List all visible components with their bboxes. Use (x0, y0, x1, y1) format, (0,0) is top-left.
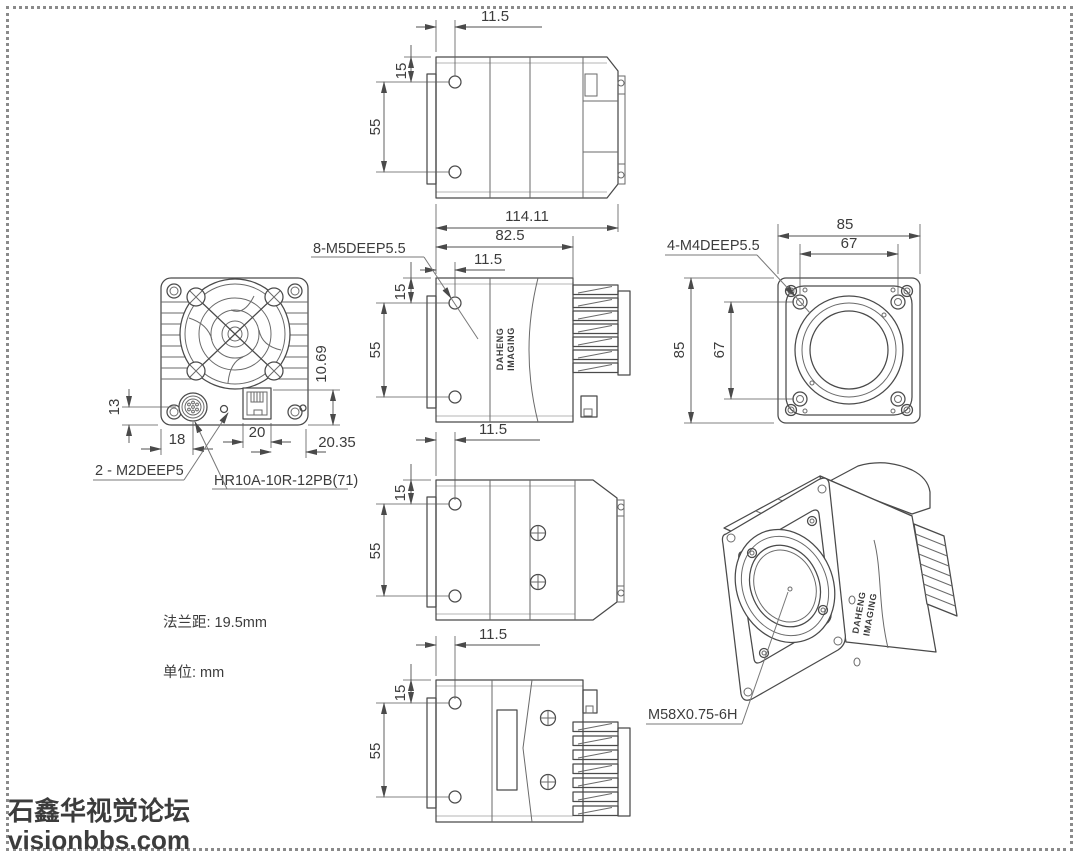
view-bottom2-line-art (426, 679, 631, 823)
dim-front-width: 85 (837, 216, 854, 233)
callout-hirose-connector: HR10A-10R-12PB(71) (214, 473, 358, 489)
dim-rear-rj45-height: 10.69 (313, 345, 330, 383)
ethernet-port (242, 387, 272, 420)
corner-screws (726, 484, 843, 697)
dim-front-height: 85 (671, 342, 688, 359)
dim-rear-rj45-width: 20 (249, 424, 266, 441)
lens-mount-rings (734, 528, 836, 644)
dim-front-hole-span-w: 67 (841, 235, 858, 252)
view-side-line-art: DAHENG IMAGING (426, 277, 631, 423)
callout-m4-thread: 4-M4DEEP5.5 (667, 238, 760, 254)
fan-screws (186, 287, 284, 381)
corner-screws (784, 284, 914, 417)
corner-screws (166, 283, 303, 420)
m2-hole (219, 404, 229, 414)
dims-bottom2-view: 11.5 15 55 (367, 626, 540, 798)
case-screws (539, 709, 557, 791)
mount-hole (448, 790, 462, 804)
heatsink-fins (161, 301, 308, 380)
view-bottom1-line-art (426, 479, 625, 621)
cooling-fan (179, 278, 291, 390)
mount-hole (448, 165, 462, 179)
watermark-forum-name: 石鑫华视觉论坛 (7, 796, 190, 826)
front-plate-screws (746, 515, 829, 659)
dim-bottom2-hole-spacing: 55 (367, 743, 384, 760)
dim-total-length: 114.11 (505, 208, 549, 225)
view-isometric-line-art: DAHENG IMAGING (721, 462, 958, 701)
dim-top-hole-spacing: 55 (367, 119, 384, 136)
dim-top-hole-offset: 11.5 (481, 8, 509, 25)
power-io-connector (178, 392, 208, 422)
dim-rear-connector-offset: 18 (169, 431, 186, 448)
m2-hole (299, 404, 307, 412)
view-rear-line-art (160, 277, 309, 426)
label-slot (496, 709, 518, 791)
dim-bottom2-hole-offset: 11.5 (479, 626, 507, 643)
dim-front-hole-span-h: 67 (711, 342, 728, 359)
heatsink-fins (572, 721, 631, 817)
dims-top-view: 11.5 15 55 114.11 (367, 8, 619, 274)
dim-rear-connector-height: 13 (106, 399, 123, 416)
dims-rear-view: 13 18 20 20.35 10.69 (106, 345, 356, 458)
dim-bottom1-hole-edge: 15 (392, 485, 409, 502)
watermark: 石鑫华视觉论坛 visionbbs.com (7, 796, 190, 855)
daheng-logo-line1: DAHENG (495, 328, 505, 371)
heatsink-fins (913, 523, 958, 617)
mount-hole (448, 589, 462, 603)
notes: 法兰距: 19.5mm 单位: mm (163, 614, 267, 681)
dims-bottom1-view: 11.5 15 55 (367, 421, 540, 597)
dim-side-hole-spacing: 55 (367, 342, 384, 359)
callout-m5-thread: 8-M5DEEP5.5 (313, 241, 406, 257)
daheng-logo-line2: IMAGING (506, 327, 516, 371)
dims-side-view: 82.5 11.5 15 55 (367, 227, 574, 398)
mount-hole (448, 390, 462, 404)
dims-front-view: 85 67 85 67 (671, 216, 921, 424)
view-front-line-art (777, 277, 921, 424)
dim-top-hole-edge: 15 (393, 63, 410, 80)
dim-rear-edge-offset: 20.35 (318, 434, 356, 451)
view-top-line-art (426, 56, 626, 199)
lens-mount-opening (794, 295, 904, 405)
callouts: 8-M5DEEP5.5 4-M4DEEP5.5 2 - M2DEEP5 HR10… (93, 238, 811, 725)
mount-hole (448, 75, 462, 89)
note-unit: 单位: mm (163, 664, 224, 681)
callout-m2-thread: 2 - M2DEEP5 (95, 463, 184, 479)
dim-side-hole-edge: 15 (392, 284, 409, 301)
case-screws (529, 524, 547, 591)
dim-side-hole-offset: 11.5 (474, 251, 502, 268)
dim-bottom1-hole-spacing: 55 (367, 543, 384, 560)
note-flange-distance: 法兰距: 19.5mm (163, 614, 267, 631)
dim-bottom1-hole-offset: 11.5 (479, 421, 507, 438)
mount-hole (448, 296, 462, 310)
heatsink-fins (572, 284, 631, 376)
callout-lens-mount-thread: M58X0.75-6H (648, 707, 737, 723)
dim-side-body-length: 82.5 (495, 227, 524, 244)
dim-bottom2-hole-edge: 15 (392, 685, 409, 702)
watermark-site-url: visionbbs.com (8, 825, 190, 855)
